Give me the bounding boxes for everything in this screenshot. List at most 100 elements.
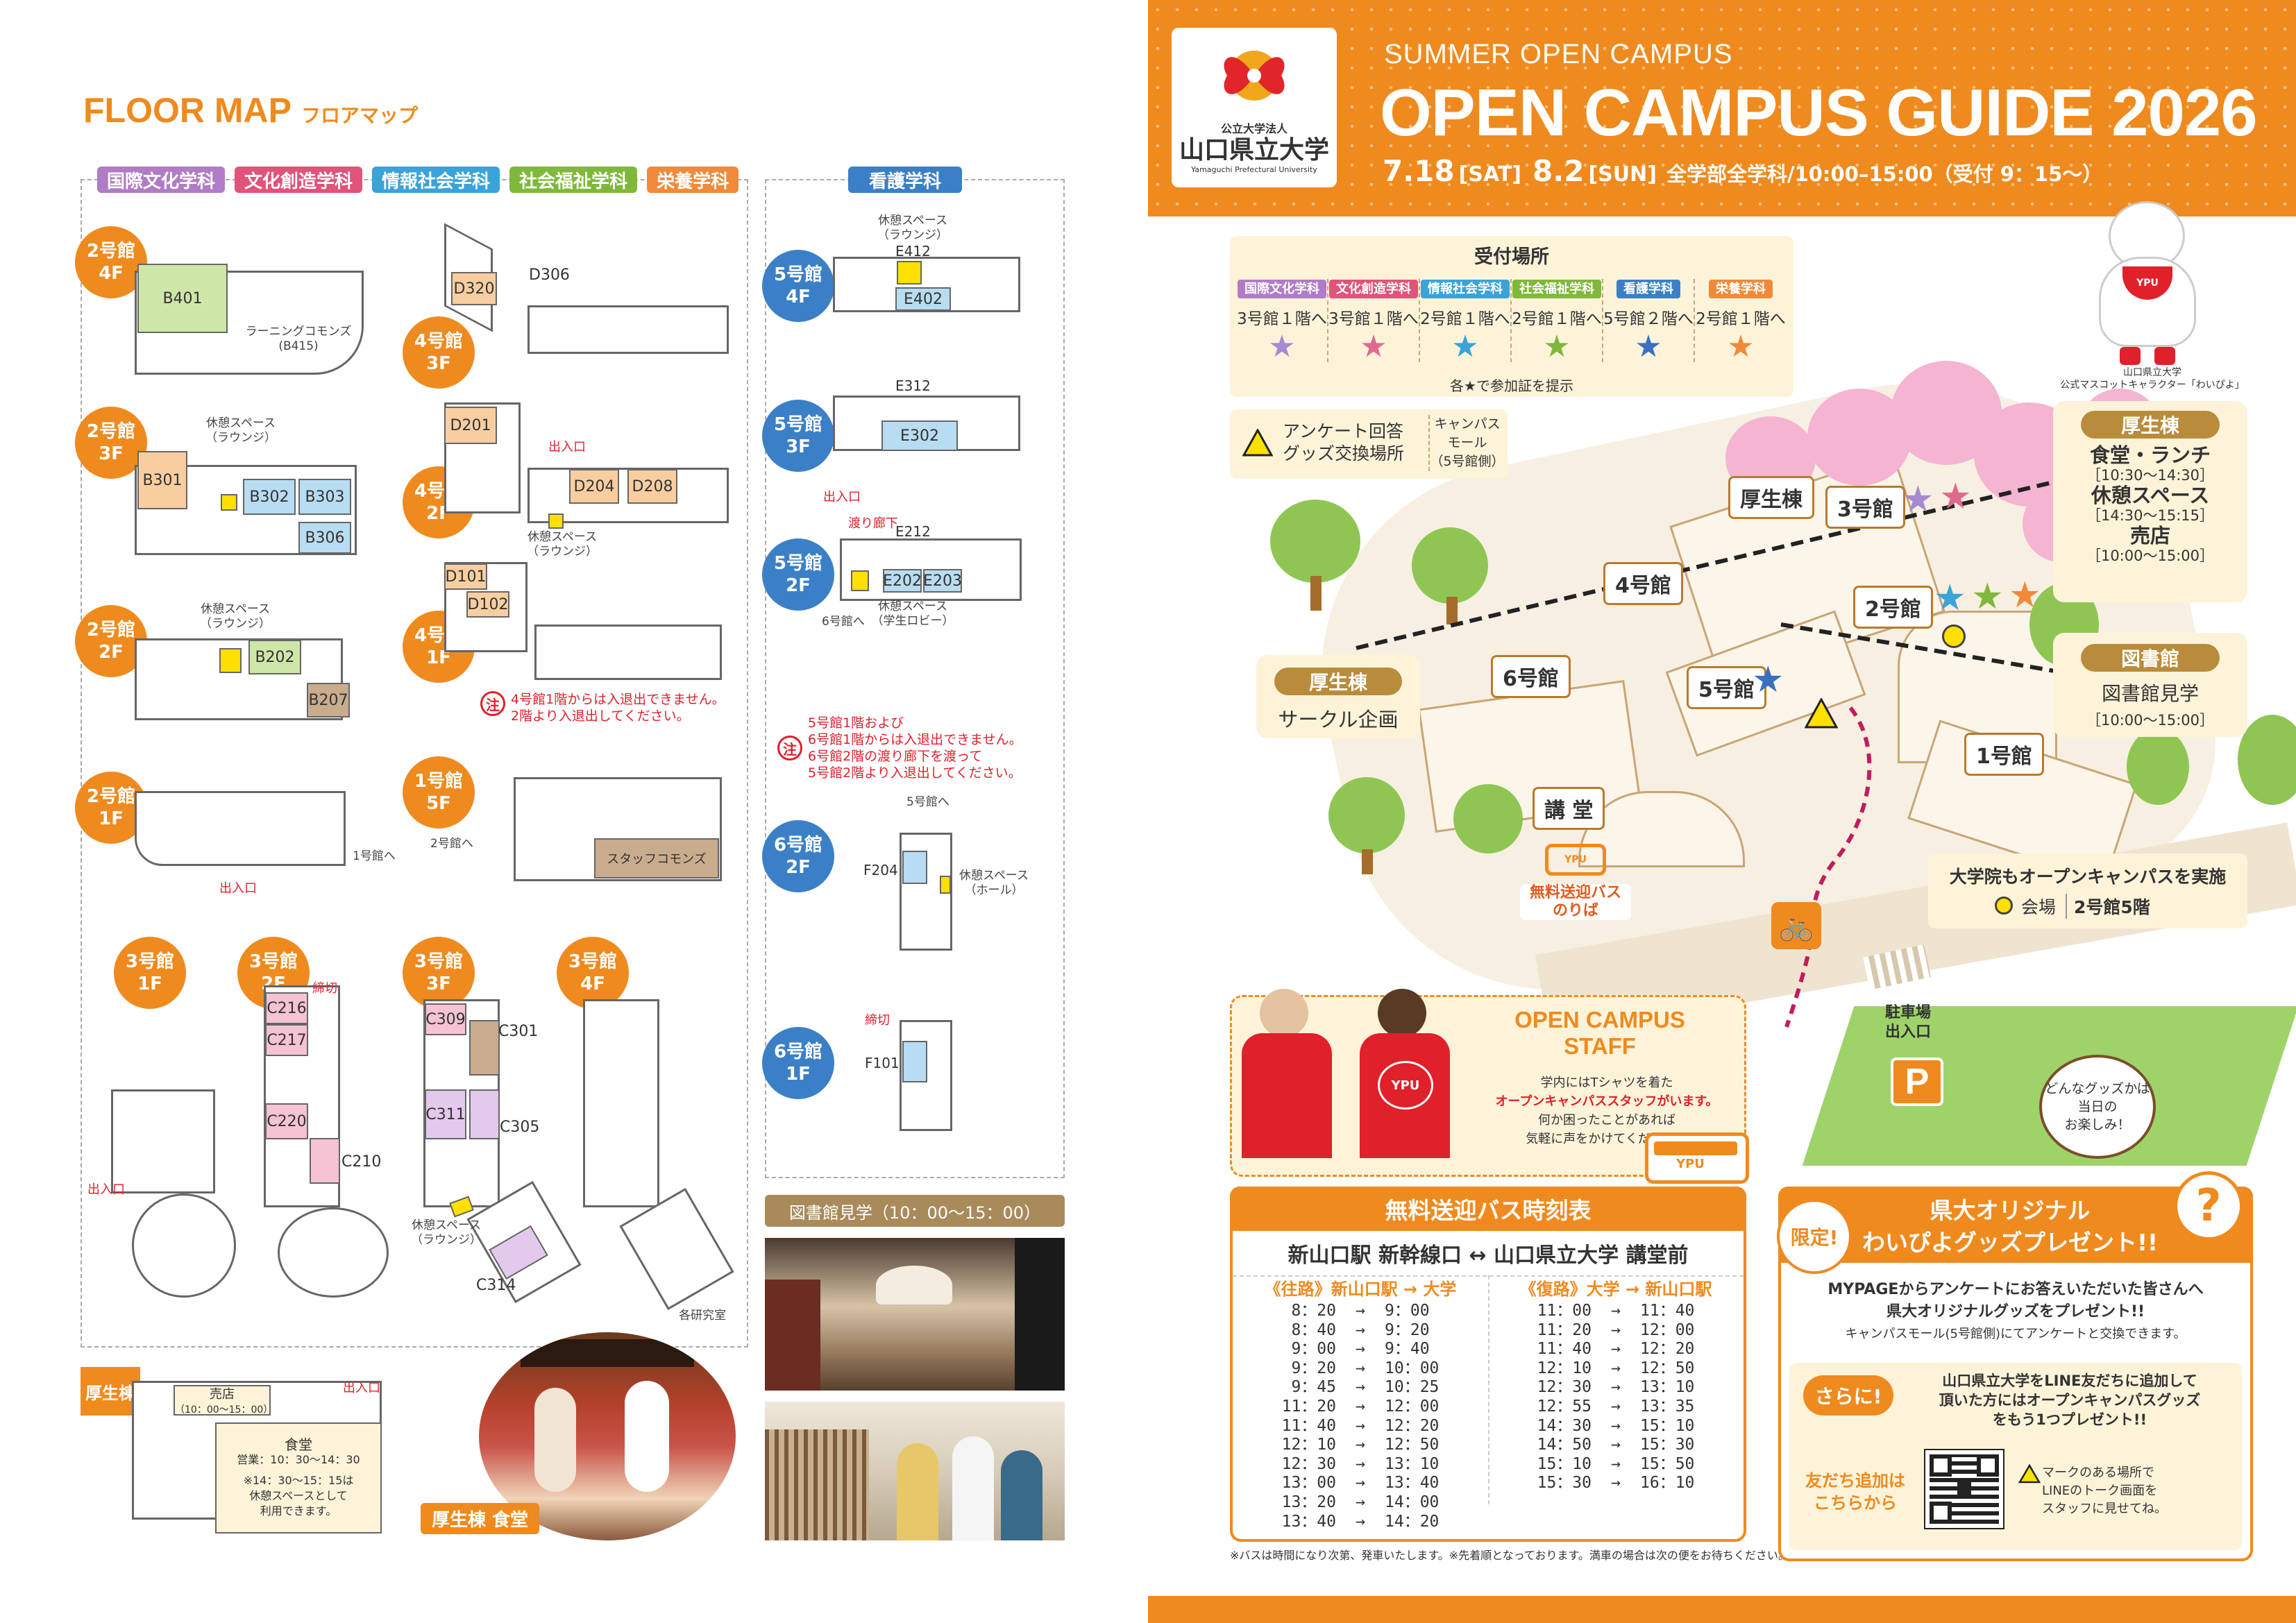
map-label-3: 3号館 bbox=[1825, 486, 1905, 529]
bus-arrive-time: 15：10 bbox=[1640, 1416, 1695, 1435]
rest-5-2f-marker bbox=[851, 570, 869, 591]
bus-depart-time: 12：10 bbox=[1281, 1436, 1336, 1454]
circle-info-box: 厚生棟 サークル企画 bbox=[1256, 655, 1420, 738]
bus-stop-label: 無料送迎バスのりば bbox=[1520, 884, 1631, 920]
mascot: YPU bbox=[2078, 201, 2217, 368]
bus-depart-time: 11：40 bbox=[1281, 1416, 1336, 1435]
grad-info-title: 大学院もオープンキャンパスを実施 bbox=[1949, 867, 2227, 887]
map-triangle-icon bbox=[1805, 698, 1838, 729]
bus-note: ※バスは時間になり次第、発車いたします。※先着順となっております。満車の場合は次… bbox=[1230, 1549, 1789, 1562]
bus-time-row: 11：20→12：00 bbox=[1488, 1321, 1744, 1341]
kosei-info-body: 食堂・ランチ ［10:30～14:30］ 休憩スペース ［14:30～15:15… bbox=[2086, 443, 2215, 564]
arrow-icon: → bbox=[1611, 1320, 1621, 1339]
staff-photo: YPU bbox=[1239, 985, 1468, 1176]
room-b207: B207 bbox=[307, 683, 350, 717]
dept-tag-joho: 情報社会学科 bbox=[372, 167, 500, 193]
arrow-icon: → bbox=[1356, 1340, 1365, 1359]
reception-dept: 社会福祉学科 bbox=[1512, 280, 1601, 298]
entrance-3-1f: 出入口 bbox=[87, 1182, 125, 1197]
cafeteria-photo-label: 厚生棟 食堂 bbox=[421, 1503, 540, 1534]
room-d320: D320 bbox=[451, 272, 497, 305]
bus-depart-time: 9：45 bbox=[1291, 1378, 1336, 1397]
reception-place: 2号館１階へ bbox=[1420, 310, 1510, 328]
map-label-2: 2号館 bbox=[1853, 586, 1933, 629]
rest-4-2f-label: 休憩スペース（ラウンジ） bbox=[527, 530, 598, 559]
star-icon: ★ bbox=[1543, 329, 1571, 364]
bus-time-row: 11：40→12：20 bbox=[1488, 1340, 1744, 1359]
floor-map-title-ja: フロアマップ bbox=[301, 104, 418, 127]
univ-name-en: Yamaguchi Prefectural University bbox=[1191, 165, 1317, 174]
room-c220: C220 bbox=[265, 1103, 308, 1139]
survey-text: アンケート回答グッズ交換場所 bbox=[1283, 421, 1405, 464]
bus-arrive-time: 14：00 bbox=[1385, 1493, 1440, 1511]
note-4: 注 4号館1階からは入退出できません。2階より入退出してください。 bbox=[480, 691, 725, 724]
date2: 8.2 bbox=[1533, 154, 1585, 188]
bus-icon: YPU bbox=[1645, 1132, 1749, 1184]
bus-depart-time: 11：20 bbox=[1281, 1397, 1336, 1416]
bus-stop-sign: YPU 無料送迎バスのりば bbox=[1520, 844, 1631, 927]
tree bbox=[2127, 729, 2189, 805]
reception-item: 社会福祉学科 2号館１階へ ★ bbox=[1512, 279, 1603, 362]
tree bbox=[2238, 715, 2296, 805]
map-label-6: 6号館 bbox=[1491, 655, 1571, 698]
header-subtitle: SUMMER OPEN CAMPUS bbox=[1384, 39, 1733, 69]
bus-timetable: 無料送迎バス時刻表 新山口駅 新幹線口 ↔ 山口県立大学 講堂前 《往路》新山口… bbox=[1230, 1187, 1746, 1542]
room-e412: E412 bbox=[895, 243, 931, 260]
arrow-icon: → bbox=[1356, 1512, 1365, 1531]
arrow-icon: → bbox=[1611, 1302, 1621, 1320]
room-d204: D204 bbox=[569, 469, 619, 504]
arrow-icon: → bbox=[1356, 1416, 1365, 1435]
bus-arrive-time: 13：10 bbox=[1385, 1454, 1440, 1473]
map-label-auditorium: 講 堂 bbox=[1533, 787, 1605, 830]
map-star-5-blue: ★ bbox=[1752, 659, 1784, 701]
parking-label: 駐車場出入口 bbox=[1885, 1004, 1932, 1041]
reception-item: 看護学科 5号館２階へ ★ bbox=[1603, 279, 1695, 362]
bus-arrive-time: 15：50 bbox=[1640, 1454, 1695, 1473]
reception-place: 2号館１階へ bbox=[1512, 310, 1602, 328]
bus-timetable-title: 無料送迎バス時刻表 bbox=[1230, 1187, 1746, 1231]
star-icon: ★ bbox=[1360, 329, 1387, 364]
rest-2-2f-label: 休憩スペース（ラウンジ） bbox=[200, 602, 271, 631]
library-info-title: 図書館 bbox=[2081, 644, 2220, 672]
univ-small-label: 公立大学法人 bbox=[1220, 122, 1288, 135]
bus-depart-time: 15：30 bbox=[1537, 1474, 1592, 1493]
present-title: 県大オリジナルわいぴよグッズプレゼント!! bbox=[1862, 1197, 2159, 1256]
day1: [SAT] bbox=[1458, 162, 1522, 187]
right-page: 公立大学法人 山口県立大学 Yamaguchi Prefectural Univ… bbox=[1148, 0, 2296, 1623]
bus-depart-time: 12：30 bbox=[1537, 1378, 1592, 1397]
kosei-info-title: 厚生棟 bbox=[2081, 411, 2220, 439]
room-b202: B202 bbox=[248, 640, 301, 674]
bus-time-row: 8：40→9：20 bbox=[1233, 1321, 1488, 1341]
library-info-box: 図書館 図書館見学 ［10:00～15:00］ bbox=[2053, 633, 2247, 737]
bus-arrive-time: 12：20 bbox=[1385, 1416, 1440, 1435]
bus-depart-time: 14：50 bbox=[1537, 1436, 1592, 1454]
bus-arrive-time: 12：50 bbox=[1640, 1359, 1695, 1377]
reception-title: 受付場所 bbox=[1474, 246, 1549, 268]
line-qr-code[interactable] bbox=[1924, 1449, 2004, 1529]
room-c217: C217 bbox=[265, 1024, 308, 1056]
map-star-3-purple: ★ bbox=[1902, 479, 1934, 520]
bus-time-row: 15：30→16：10 bbox=[1488, 1474, 1744, 1493]
star-icon: ★ bbox=[1727, 329, 1755, 364]
room-f101-box bbox=[902, 1041, 927, 1082]
rest-2-2f-marker bbox=[219, 648, 242, 673]
triangle-icon bbox=[1242, 429, 1273, 457]
floorplan-3-4f bbox=[583, 999, 659, 1207]
entrance-4-2f: 出入口 bbox=[548, 440, 586, 454]
bicycle-icon: 🚲 bbox=[1771, 902, 1821, 949]
room-c210-box bbox=[310, 1138, 340, 1184]
bus-depart-time: 8：20 bbox=[1291, 1302, 1336, 1320]
venue-circle-icon bbox=[1995, 897, 2013, 915]
bus-icon-label: YPU bbox=[1676, 1157, 1705, 1171]
bus-depart-time: 13：20 bbox=[1281, 1493, 1336, 1511]
arrow-icon: → bbox=[1356, 1359, 1365, 1377]
bus-depart-time: 12：30 bbox=[1281, 1454, 1336, 1473]
bus-time-row: 9：00→9：40 bbox=[1233, 1340, 1488, 1359]
